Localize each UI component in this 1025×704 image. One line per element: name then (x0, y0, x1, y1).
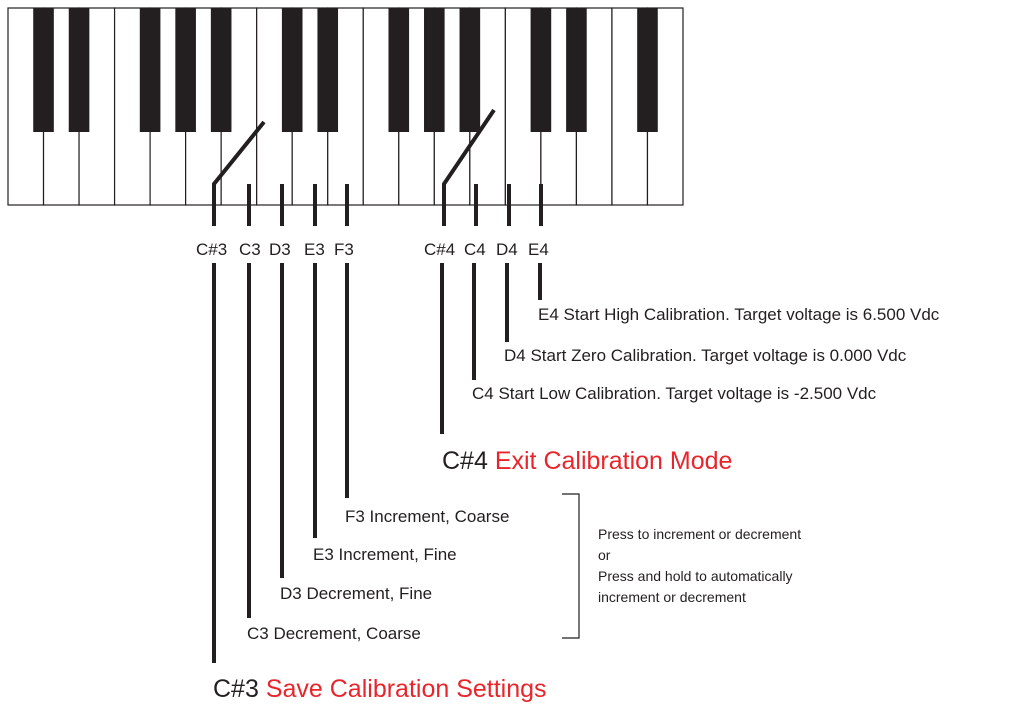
black-key (68, 8, 90, 132)
black-key (459, 8, 481, 132)
black-key (139, 8, 161, 132)
d3-description: D3 Decrement, Fine (280, 584, 433, 603)
black-key (566, 8, 587, 132)
c3-description: C3 Decrement, Coarse (247, 624, 421, 643)
white-keys (7, 7, 684, 206)
black-keys (33, 8, 658, 132)
bracket-note-line-4: increment or decrement (598, 589, 746, 605)
black-key (33, 8, 54, 132)
label-d4: D4 (496, 240, 518, 259)
label-e3: E3 (304, 240, 325, 259)
e3-description: E3 Increment, Fine (313, 545, 457, 564)
save-calibration-heading: C#3 Save Calibration Settings (213, 677, 547, 702)
black-key (317, 8, 339, 132)
bracket-note-line-2: or (598, 547, 611, 563)
c4-description: C4 Start Low Calibration. Target voltage… (472, 384, 877, 403)
label-c-sharp-3: C#3 (196, 240, 228, 259)
black-key (388, 8, 410, 132)
leader-lines (212, 108, 543, 663)
bracket-note-line-3: Press and hold to automatically (598, 568, 793, 584)
label-c3: C3 (239, 240, 261, 259)
label-f3: F3 (334, 240, 354, 259)
e4-description: E4 Start High Calibration. Target voltag… (538, 305, 940, 324)
black-key (637, 8, 658, 132)
save-key-label: C#3 (213, 675, 259, 703)
exit-calibration-heading: C#4 Exit Calibration Mode (442, 449, 732, 474)
exit-key-label: C#4 (442, 447, 488, 475)
leader-c-sharp-4-top (442, 108, 496, 226)
black-key (424, 8, 445, 132)
label-c-sharp-4: C#4 (424, 240, 456, 259)
f3-description: F3 Increment, Coarse (345, 507, 510, 526)
label-e4: E4 (528, 240, 549, 259)
black-key (530, 8, 552, 132)
bracket (562, 493, 580, 639)
label-d3: D3 (269, 240, 291, 259)
exit-calibration-text: Exit Calibration Mode (494, 447, 733, 475)
save-calibration-text: Save Calibration Settings (265, 675, 547, 703)
leader-c-sharp-3-top (212, 120, 266, 226)
bracket-note-line-1: Press to increment or decrement (598, 526, 802, 542)
black-key (281, 8, 303, 132)
d4-description: D4 Start Zero Calibration. Target voltag… (504, 346, 907, 365)
label-c4: C4 (464, 240, 486, 259)
black-key (175, 8, 196, 132)
black-key (210, 8, 232, 132)
